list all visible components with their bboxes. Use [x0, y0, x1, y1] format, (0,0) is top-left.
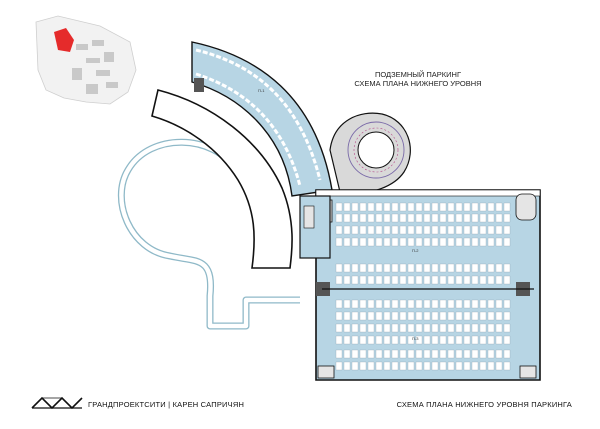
building-outline [151, 89, 293, 269]
architect-name: КАРЕН САПРИЧЯН [172, 400, 245, 409]
spiral-ramp [329, 112, 411, 194]
company-name: ГРАНДПРОЕКТСИТИ [88, 400, 166, 409]
svg-text:П-1: П-1 [258, 88, 265, 93]
svg-text:П-3: П-3 [412, 336, 419, 341]
drawing-title: СХЕМА ПЛАНА НИЖНЕГО УРОВНЯ ПАРКИНГА [396, 400, 572, 409]
footer-company: ГРАНДПРОЕКТСИТИ | КАРЕН САПРИЧЯН [88, 400, 244, 409]
plan-title-line1: ПОДЗЕМНЫЙ ПАРКИНГ [374, 70, 462, 79]
highlighted-site [54, 28, 74, 52]
company-logo [30, 396, 84, 415]
key-plan [35, 15, 137, 105]
plan-title: ПОДЗЕМНЫЙ ПАРКИНГ СХЕМА ПЛАНА НИЖНЕГО УР… [323, 70, 513, 88]
plan-title-line2: СХЕМА ПЛАНА НИЖНЕГО УРОВНЯ [354, 79, 482, 88]
main-parking-area: П-2 П-3 [315, 189, 541, 381]
svg-text:П-2: П-2 [412, 248, 419, 253]
footer-separator: | [168, 400, 171, 409]
